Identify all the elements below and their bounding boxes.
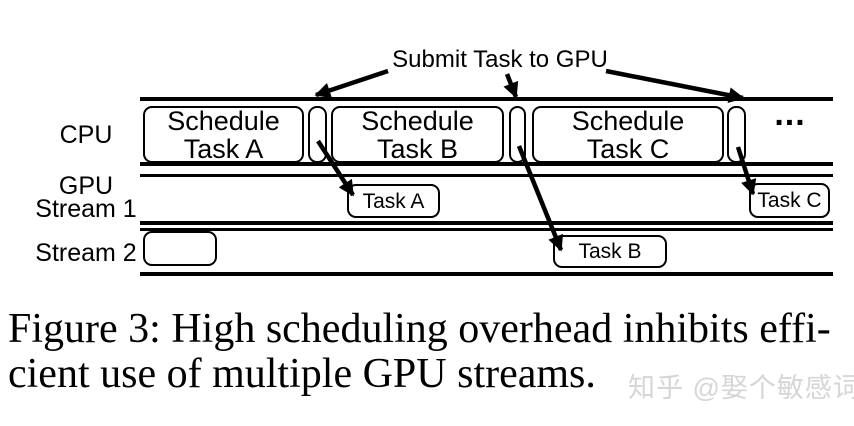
schedule-task-c-line1: Schedule: [571, 105, 685, 136]
task-b-box: Task B: [553, 235, 667, 268]
submit-gap-box-3: [727, 106, 746, 163]
schedule-task-a-line2: Task A: [183, 133, 264, 164]
zhihu-watermark: 知乎 @娶个敏感词: [628, 373, 854, 403]
schedule-task-a-box: Schedule Task A: [143, 106, 304, 163]
task-c-box: Task C: [749, 183, 830, 218]
ellipsis: ...: [774, 95, 806, 133]
schedule-task-c-box: Schedule Task C: [532, 106, 724, 163]
submit-gap-box-2: [509, 106, 526, 163]
figure-caption: Figure 3: High scheduling overhead inhib…: [8, 307, 848, 397]
stream2-row-top-line: [140, 228, 833, 231]
figure-caption-line2: cient use of multiple GPU streams.: [8, 351, 596, 397]
figure-caption-line1: Figure 3: High scheduling overhead inhib…: [8, 306, 831, 352]
row-label-cpu: CPU: [59, 121, 113, 149]
submit-gap-box-1: [308, 106, 327, 163]
stream2-row-bottom-line: [140, 272, 833, 276]
row-label-stream-2: Stream 2: [35, 239, 137, 267]
schedule-task-b-line2: Task B: [376, 133, 459, 164]
schedule-task-c-line2: Task C: [586, 133, 670, 164]
submit-arrow-right: [605, 68, 745, 103]
submit-arrow-middle: [503, 73, 519, 99]
stream1-row-bottom-line: [140, 221, 833, 225]
schedule-task-b-line1: Schedule: [361, 105, 474, 136]
stream1-row-top-line: [140, 174, 833, 177]
schedule-task-a-line1: Schedule: [167, 105, 280, 136]
cpu-row-bottom-line: [140, 162, 833, 166]
submit-arrow-left: [314, 68, 389, 98]
submit-task-annotation: Submit Task to GPU: [392, 46, 608, 73]
row-label-gpu-line2: Stream 1: [35, 195, 137, 223]
task-a-box: Task A: [347, 184, 440, 218]
row-label-gpu-stream-1: GPU Stream 1: [0, 172, 172, 223]
schedule-task-b-box: Schedule Task B: [331, 106, 504, 163]
row-label-gpu-line1: GPU: [58, 172, 114, 200]
stream2-empty-box: [143, 231, 217, 266]
cpu-row-top-line: [140, 97, 833, 101]
